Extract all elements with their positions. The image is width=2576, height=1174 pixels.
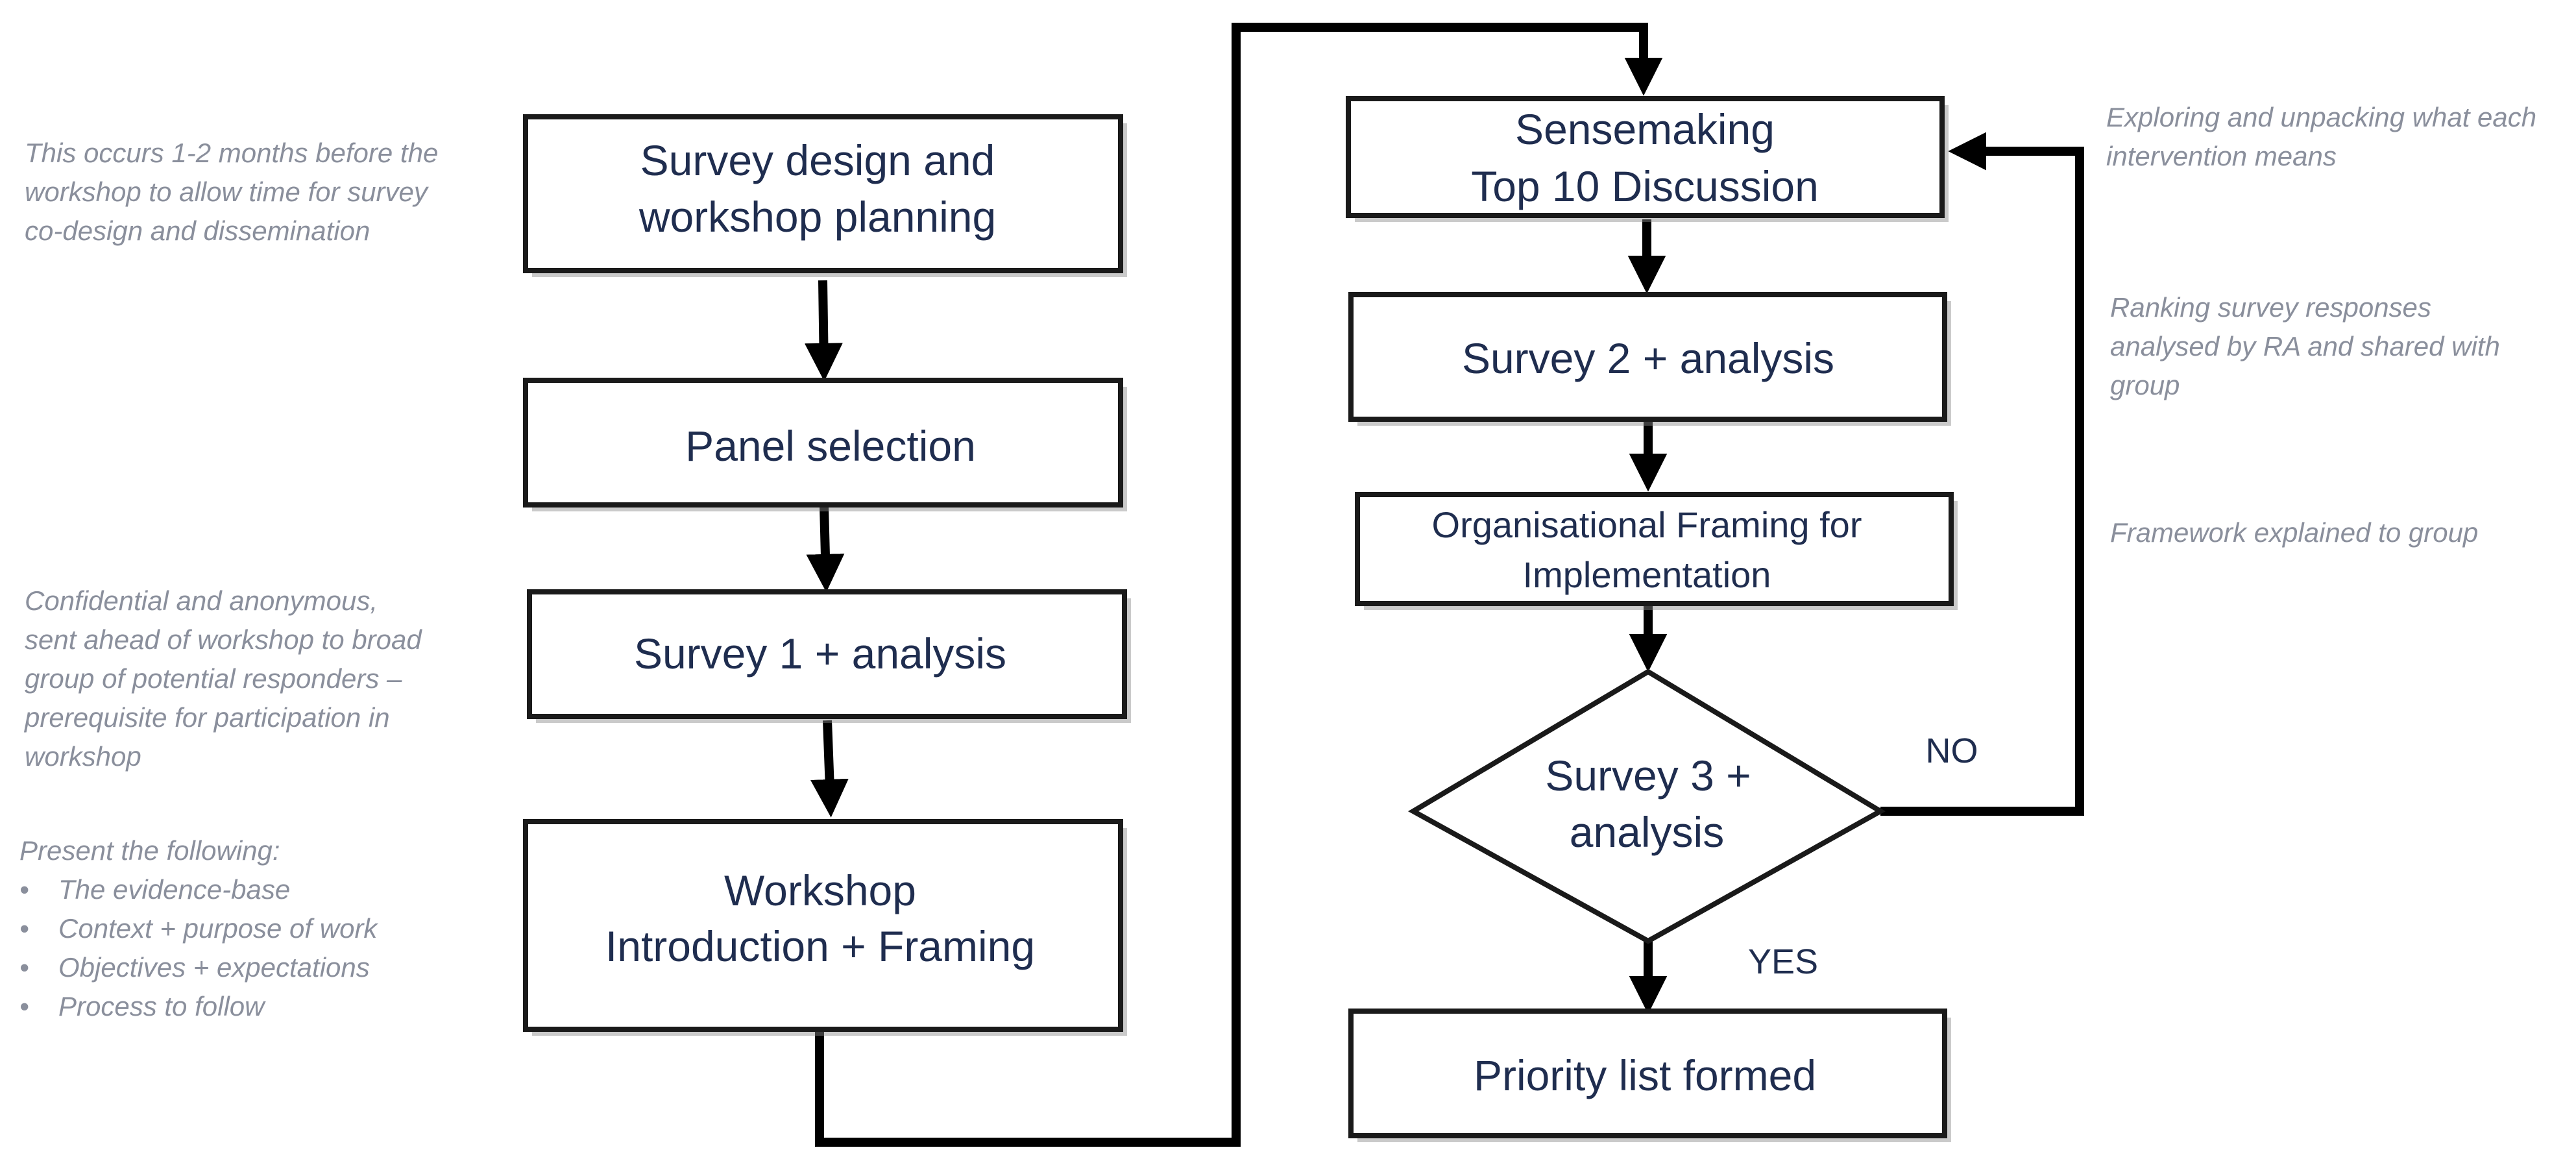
note-survey1-line: Confidential and anonymous,: [25, 585, 378, 616]
bullet-glyph: •: [19, 913, 29, 944]
note-survey1: Confidential and anonymous, sent ahead o…: [23, 585, 422, 772]
bullet-glyph: •: [19, 952, 29, 983]
node-panel-selection-line1: Panel selection: [685, 422, 976, 470]
node-panel-selection: Panel selection: [523, 378, 1123, 508]
note-survey2-line: analysed by RA and shared with: [2110, 331, 2500, 361]
note-sensemaking-line: intervention means: [2106, 141, 2337, 171]
node-survey-design: Survey design and workshop planning: [523, 114, 1123, 273]
edge-workshop-to-sensemaking: [815, 23, 1663, 1147]
note-planning-line: workshop to allow time for survey: [25, 177, 430, 207]
note-workshop-item: The evidence-base: [58, 874, 290, 905]
note-planning-line: This occurs 1-2 months before the: [25, 138, 438, 168]
note-sensemaking-line: Exploring and unpacking what each: [2106, 102, 2536, 132]
note-framework-line: Framework explained to group: [2110, 517, 2478, 548]
node-survey1: Survey 1 + analysis: [527, 589, 1127, 719]
note-workshop: Present the following: • The evidence-ba…: [19, 835, 378, 1021]
node-sensemaking-line1: Sensemaking: [1515, 105, 1775, 153]
bullet-glyph: •: [19, 874, 29, 905]
note-survey2-line: Ranking survey responses: [2110, 292, 2431, 323]
node-survey2-line1: Survey 2 + analysis: [1462, 334, 1834, 382]
node-org-framing-line2: Implementation: [1523, 554, 1771, 595]
note-survey1-line: group of potential responders –: [25, 663, 402, 694]
node-sensemaking-line2: Top 10 Discussion: [1471, 162, 1819, 210]
note-workshop-item: Context + purpose of work: [58, 913, 378, 944]
node-workshop-line1: Workshop: [724, 866, 916, 914]
edge-planning-to-panel: [805, 280, 843, 382]
node-workshop-line2: Introduction + Framing: [605, 922, 1035, 970]
note-survey2: Ranking survey responses analysed by RA …: [2110, 292, 2500, 400]
note-framework: Framework explained to group: [2110, 517, 2478, 548]
bullet-glyph: •: [19, 991, 29, 1021]
note-workshop-intro: Present the following:: [19, 835, 280, 866]
note-survey1-line: workshop: [25, 741, 141, 772]
note-survey1-line: prerequisite for participation in: [23, 702, 390, 733]
edge-survey3-no: [1880, 132, 2084, 816]
node-org-framing-line1: Organisational Framing for: [1432, 504, 1862, 545]
node-survey-design-line1: Survey design and: [640, 136, 995, 184]
edge-label-no: NO: [1926, 731, 1978, 770]
edge-panel-to-survey1: [806, 506, 845, 593]
node-priority-list-line1: Priority list formed: [1474, 1051, 1816, 1099]
note-sensemaking: Exploring and unpacking what each interv…: [2106, 102, 2536, 171]
edge-label-yes: YES: [1748, 942, 1818, 981]
node-survey-design-line2: workshop planning: [638, 193, 996, 241]
node-sensemaking: Sensemaking Top 10 Discussion: [1346, 96, 1945, 218]
node-org-framing: Organisational Framing for Implementatio…: [1355, 492, 1954, 606]
note-survey1-line: sent ahead of workshop to broad: [25, 624, 422, 655]
decision-survey3-line1: Survey 3 +: [1545, 752, 1751, 800]
note-planning: This occurs 1-2 months before the worksh…: [25, 138, 438, 246]
node-survey2: Survey 2 + analysis: [1348, 292, 1947, 422]
node-workshop: Workshop Introduction + Framing: [523, 819, 1123, 1032]
note-workshop-item: Objectives + expectations: [58, 952, 370, 983]
node-survey1-line1: Survey 1 + analysis: [634, 630, 1006, 678]
edge-survey1-to-workshop: [810, 720, 849, 818]
node-priority-list: Priority list formed: [1348, 1009, 1947, 1138]
decision-survey3-line2: analysis: [1570, 808, 1724, 856]
decision-survey3: Survey 3 + analysis: [1407, 668, 1886, 944]
note-workshop-item: Process to follow: [58, 991, 266, 1021]
note-survey2-line: group: [2110, 370, 2180, 400]
note-planning-line: co-design and dissemination: [25, 215, 370, 246]
